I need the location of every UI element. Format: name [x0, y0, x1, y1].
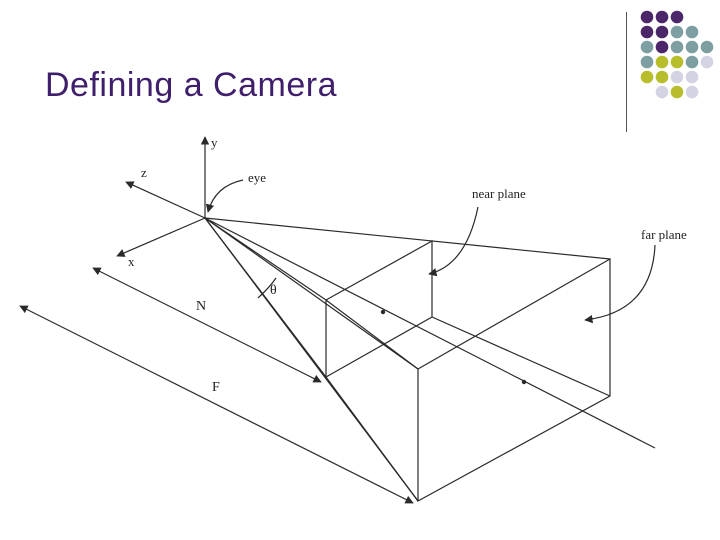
view-direction-line — [204, 217, 656, 449]
decorative-dot — [700, 55, 714, 69]
frustum-edge-top-right — [204, 217, 611, 260]
decorative-dot — [640, 40, 654, 54]
decorative-dot — [670, 85, 684, 99]
z-axis-label: z — [141, 165, 147, 180]
decorative-dot — [655, 40, 669, 54]
decorative-dot — [655, 10, 669, 24]
near-plane-label: near plane — [472, 186, 526, 201]
decorative-dot — [670, 25, 684, 39]
decorative-dot — [685, 40, 699, 54]
slide-title: Defining a Camera — [45, 66, 337, 104]
near-distance-label: N — [196, 299, 206, 314]
eye-pointer-arrow — [205, 179, 244, 213]
decorative-dot — [670, 70, 684, 84]
decorative-dot — [640, 55, 654, 69]
decorative-dot — [685, 70, 699, 84]
decorative-dot — [655, 55, 669, 69]
x-axis-line — [116, 217, 206, 257]
frustum-side-bottom-right — [431, 316, 611, 397]
eye-label: eye — [248, 170, 266, 185]
y-axis-label: y — [211, 135, 218, 150]
theta-label: θ — [270, 283, 277, 298]
far-plane-pointer-arrow — [584, 244, 656, 324]
near-center-dot — [380, 309, 386, 315]
decorative-dot — [640, 10, 654, 24]
frustum-edge-near-bottom — [204, 217, 327, 378]
near-plane-rect — [325, 239, 433, 379]
theta-angle-arc — [257, 277, 277, 299]
decorative-dot — [685, 85, 699, 99]
frustum-edge-top-left — [204, 217, 419, 370]
decorative-dot — [670, 55, 684, 69]
far-center-dot — [521, 379, 527, 385]
frustum-side-top-left — [325, 299, 419, 370]
decorative-dot — [700, 40, 714, 54]
decorative-dot — [655, 85, 669, 99]
decorative-dot — [655, 70, 669, 84]
decorative-dot — [685, 25, 699, 39]
decorative-dot-grid — [640, 10, 714, 99]
decorative-dot — [685, 55, 699, 69]
x-axis-label: x — [128, 254, 135, 269]
z-axis-line — [125, 181, 206, 219]
decorative-dot — [655, 25, 669, 39]
far-distance-label: F — [212, 380, 220, 395]
near-plane-pointer-arrow — [428, 206, 479, 277]
far-distance-arrow — [19, 305, 414, 504]
frustum-edge-to-near-corner — [204, 217, 327, 301]
far-plane-rect — [417, 257, 611, 503]
title-divider-line — [626, 12, 627, 132]
decorative-dot — [640, 25, 654, 39]
far-plane-label: far plane — [641, 227, 687, 242]
decorative-dot — [670, 40, 684, 54]
decorative-dot — [670, 10, 684, 24]
decorative-dot — [640, 70, 654, 84]
